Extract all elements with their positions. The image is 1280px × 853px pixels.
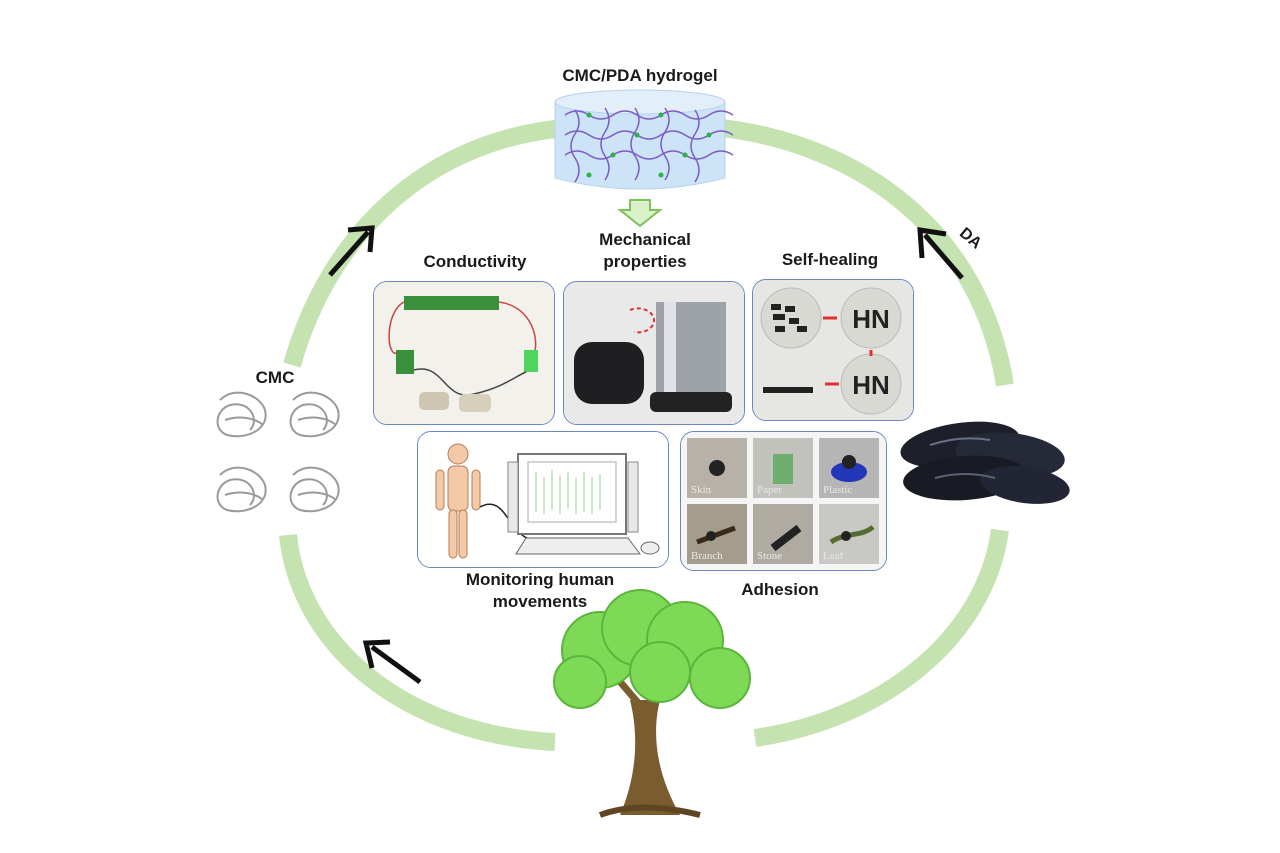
conductivity-label: Conductivity: [423, 252, 527, 271]
self-healing-label: Self-healing: [781, 250, 879, 269]
down-arrow-icon: [617, 199, 663, 228]
cycle-arc-top-right: [720, 119, 1014, 387]
hydrogel-title: CMC/PDA hydrogel: [562, 66, 718, 85]
monitoring-label-line2: movements: [492, 592, 588, 611]
healed-letters-top: HN: [852, 304, 890, 334]
cycle-arc-bottom-left: [279, 534, 556, 751]
arrow-bottom-left: [362, 639, 422, 685]
mechanical-photo: [564, 282, 744, 424]
mechanical-label-line2: properties: [603, 252, 687, 271]
monitoring-illustration: [418, 432, 668, 567]
arrow-left-upper: [328, 225, 375, 277]
self-healing-panel: HN HN: [752, 279, 914, 421]
adhesion-caption-branch: Branch: [691, 550, 723, 562]
mechanical-label-line1: Mechanical: [599, 230, 691, 249]
monitoring-panel: [417, 431, 669, 568]
arrow-right-da: [917, 227, 964, 280]
adhesion-caption-leaf: Leaf: [823, 550, 844, 562]
adhesion-photos: [681, 432, 886, 570]
cycle-arc-bottom-right: [753, 528, 1009, 747]
cmc-label: CMC: [255, 368, 295, 387]
cycle-arc-top-left: [283, 119, 566, 368]
conductivity-panel: [373, 281, 555, 425]
mussel-shells-icon: [900, 421, 1070, 504]
adhesion-label: Adhesion: [741, 580, 819, 599]
monitoring-label-line1: Monitoring human: [465, 570, 615, 589]
circuit-photo: [374, 282, 554, 424]
tree-icon: [553, 589, 751, 818]
adhesion-caption-skin: Skin: [691, 484, 712, 496]
hydrogel-cylinder-icon: [554, 89, 734, 190]
cmc-chain-icons: [216, 391, 340, 513]
self-healing-photo: HN HN: [753, 280, 913, 420]
mechanical-panel: [563, 281, 745, 425]
adhesion-caption-paper: Paper: [757, 484, 783, 496]
adhesion-caption-stone: Stone: [757, 550, 783, 562]
healed-letters-bottom: HN: [852, 370, 890, 400]
adhesion-panel: Skin Paper Plastic Branch Stone Leaf: [680, 431, 887, 571]
adhesion-caption-plastic: Plastic: [823, 484, 853, 496]
